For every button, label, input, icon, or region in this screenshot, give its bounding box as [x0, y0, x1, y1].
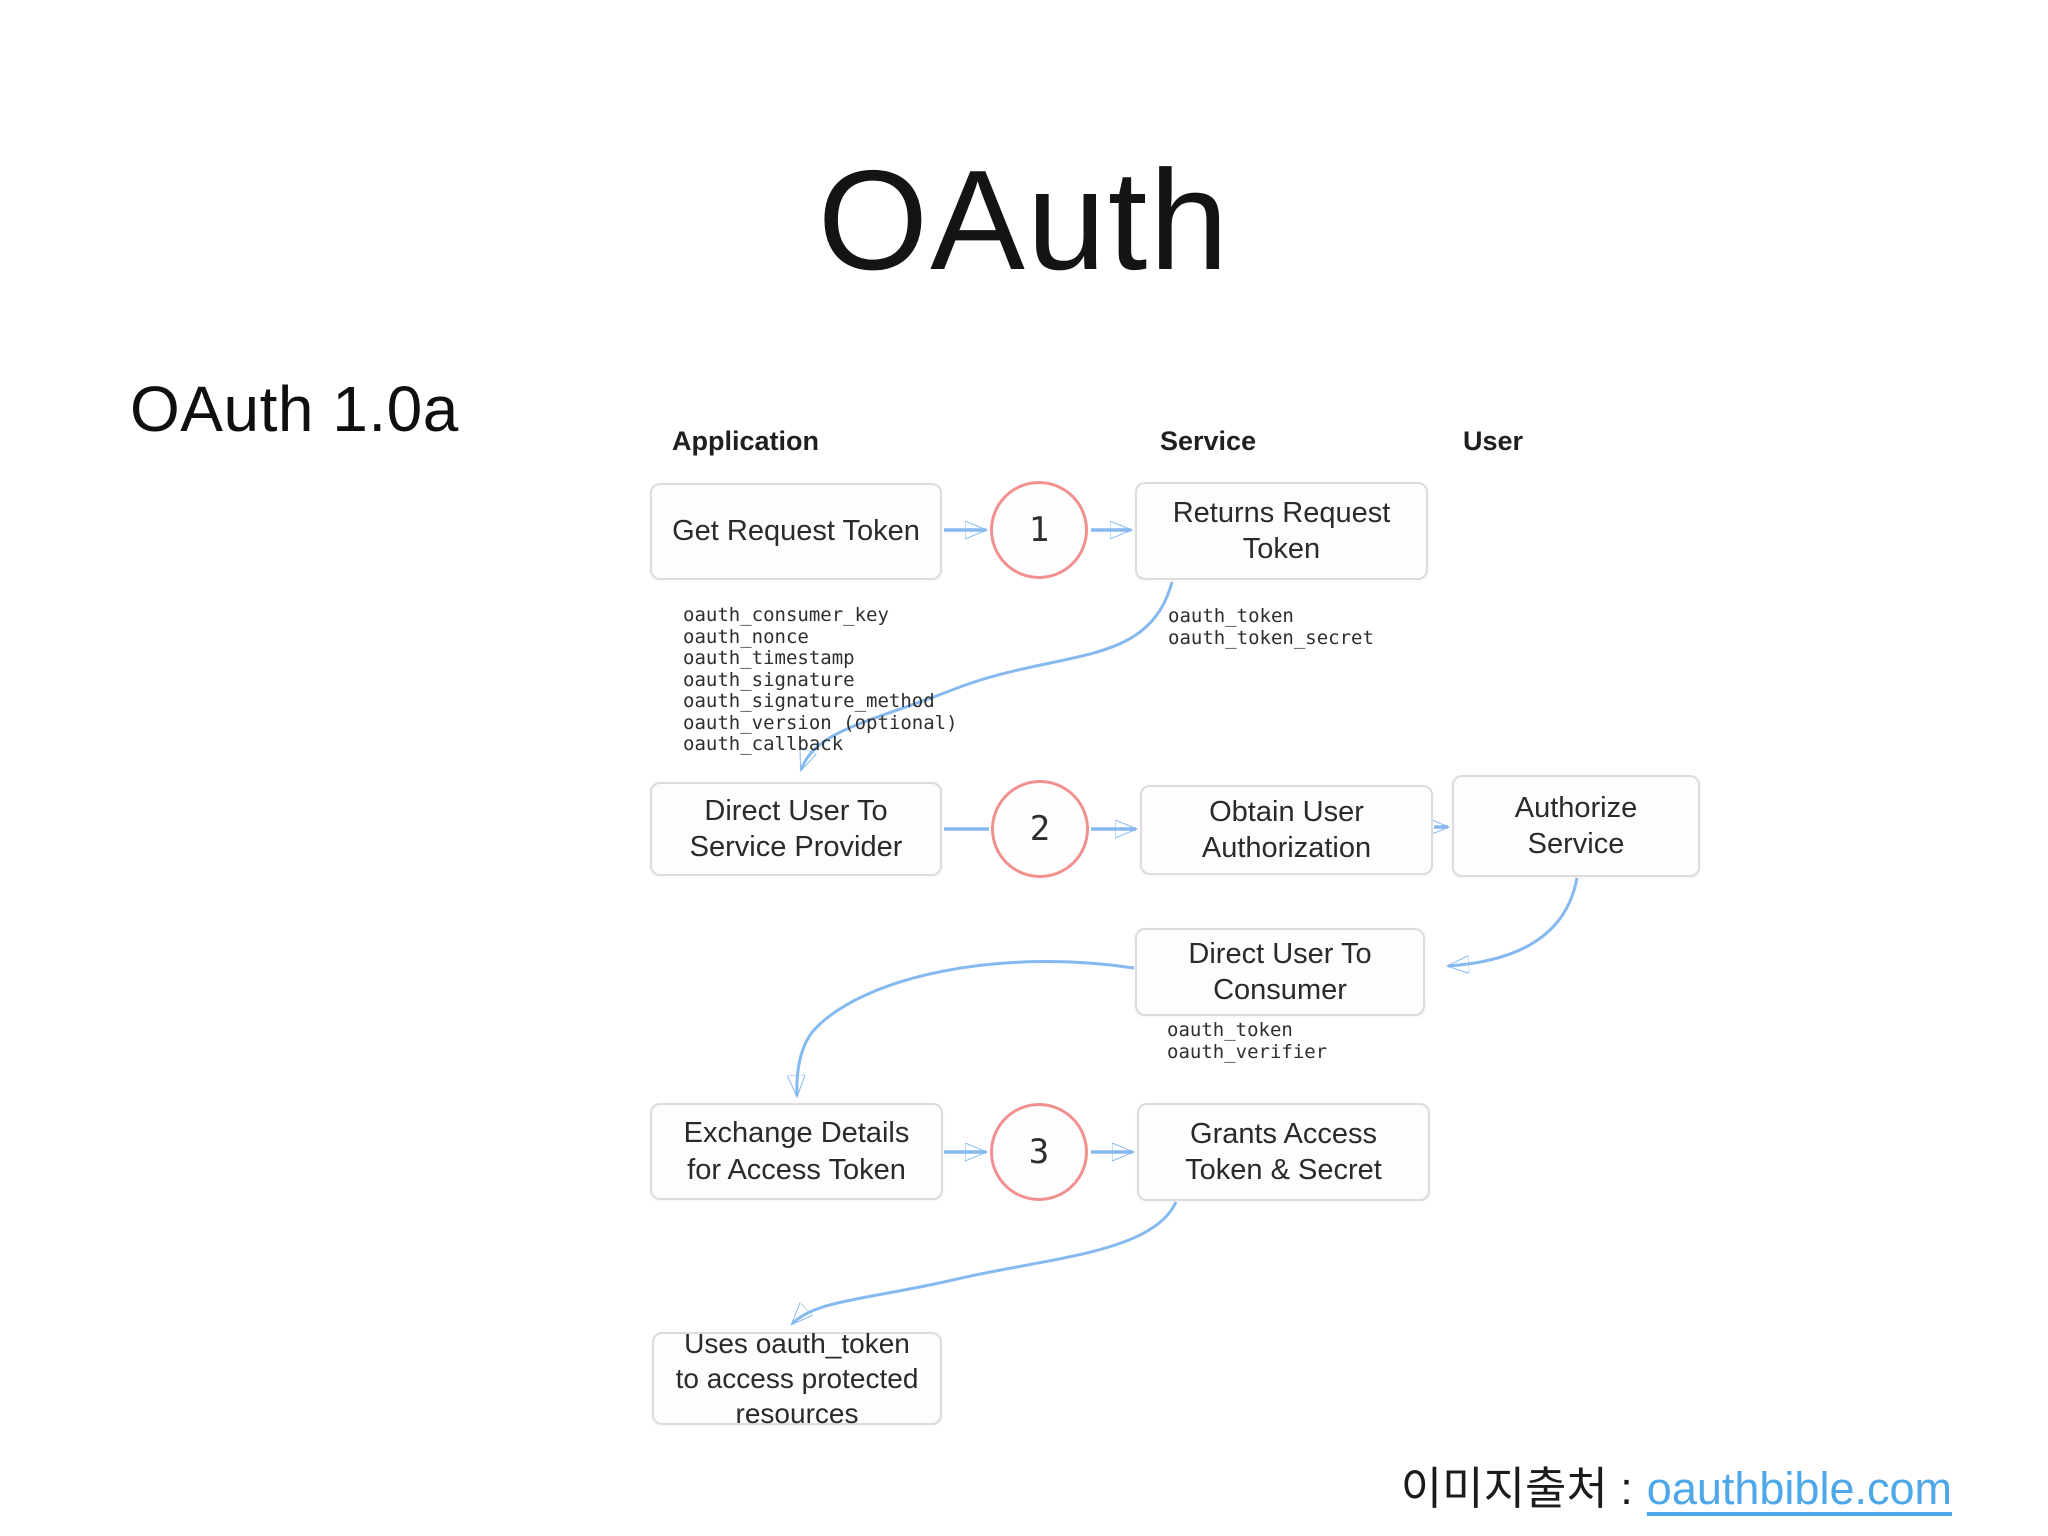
node-returns-request-token: Returns Request Token — [1135, 482, 1428, 580]
node-obtain-user-authorization: Obtain User Authorization — [1140, 785, 1433, 875]
node-authorize-service: Authorize Service — [1452, 775, 1700, 877]
column-header-user: User — [1463, 426, 1524, 456]
section-label: OAuth 1.0a — [130, 373, 459, 445]
step-badge-3: 3 — [990, 1103, 1088, 1201]
arrow-consumer-to-exchange — [797, 960, 1135, 1096]
consumer-redirect-params: oauth_token oauth_verifier — [1167, 1019, 1328, 1063]
image-source-label: 이미지출처 : — [1400, 1463, 1633, 1514]
node-uses-oauth-token: Uses oauth_token to access protected res… — [652, 1328, 942, 1429]
column-header-service: Service — [1160, 426, 1257, 456]
step-badge-1: 1 — [990, 481, 1088, 579]
node-exchange-details-for-access-token: Exchange Details for Access Token — [650, 1103, 943, 1200]
page-title: OAuth — [817, 141, 1231, 300]
node-get-request-token: Get Request Token — [650, 483, 942, 580]
node-direct-user-to-service-provider: Direct User To Service Provider — [650, 782, 942, 876]
node-grants-access-token-and-secret: Grants Access Token & Secret — [1137, 1103, 1430, 1201]
node-direct-user-to-consumer: Direct User To Consumer — [1135, 928, 1425, 1016]
step-badge-2: 2 — [991, 780, 1089, 878]
request-token-params: oauth_consumer_key oauth_nonce oauth_tim… — [683, 604, 958, 755]
arrow-authorize-to-consumer — [1448, 877, 1579, 966]
image-source-attribution: 이미지출처 : oauthbible.com — [1401, 1452, 1952, 1517]
column-header-application: Application — [672, 426, 819, 456]
arrow-grants-to-uses — [792, 1201, 1178, 1324]
image-source-link[interactable]: oauthbible.com — [1646, 1463, 1952, 1514]
request-token-response-params: oauth_token oauth_token_secret — [1168, 605, 1374, 649]
